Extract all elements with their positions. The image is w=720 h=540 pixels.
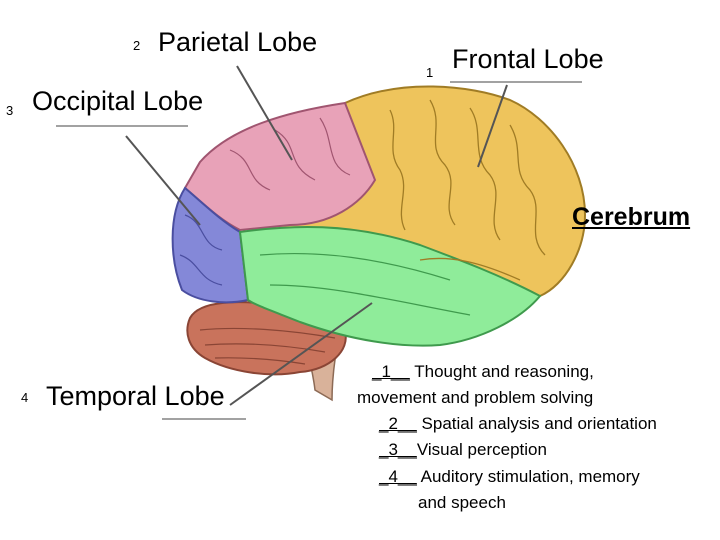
frontal-number: 1 bbox=[426, 65, 434, 80]
function-4-cont: and speech bbox=[418, 493, 506, 512]
function-2-text: Spatial analysis and orientation bbox=[416, 414, 657, 433]
parietal-pointer bbox=[236, 65, 293, 161]
function-row-4-cont: and speech bbox=[418, 492, 506, 514]
function-1-cont: movement and problem solving bbox=[357, 388, 594, 407]
frontal-pointer bbox=[477, 84, 508, 168]
blank-1: _1__ bbox=[372, 362, 410, 381]
function-row-2: _2__ Spatial analysis and orientation bbox=[379, 413, 657, 435]
occipital-lobe bbox=[171, 186, 250, 304]
function-3-text: Visual perception bbox=[416, 440, 547, 459]
cerebrum-label: Cerebrum bbox=[572, 203, 691, 231]
function-1-text: Thought and reasoning, bbox=[409, 362, 594, 381]
function-row-3: _3__Visual perception bbox=[379, 439, 547, 461]
parietal-lobe-label: Parietal Lobe bbox=[158, 27, 318, 57]
temporal-lobe bbox=[238, 225, 542, 347]
function-4-text: Auditory stimulation, memory bbox=[416, 467, 640, 486]
blank-3: _3__ bbox=[379, 440, 417, 459]
temporal-pointer bbox=[229, 302, 373, 406]
function-row-1: _1__ Thought and reasoning, bbox=[372, 361, 594, 383]
function-row-1-cont: movement and problem solving bbox=[357, 387, 593, 409]
temporal-number: 4 bbox=[21, 390, 29, 405]
frontal-lobe-label: Frontal Lobe bbox=[452, 44, 604, 74]
temporal-lobe-label: Temporal Lobe bbox=[46, 381, 225, 411]
parietal-number: 2 bbox=[133, 38, 141, 53]
occipital-lobe-label: Occipital Lobe bbox=[32, 86, 204, 116]
function-row-4: _4__ Auditory stimulation, memory bbox=[379, 466, 640, 488]
blank-2: _2__ bbox=[379, 414, 417, 433]
blank-4: _4__ bbox=[379, 467, 417, 486]
occipital-number: 3 bbox=[6, 103, 14, 118]
occipital-pointer bbox=[125, 135, 201, 226]
